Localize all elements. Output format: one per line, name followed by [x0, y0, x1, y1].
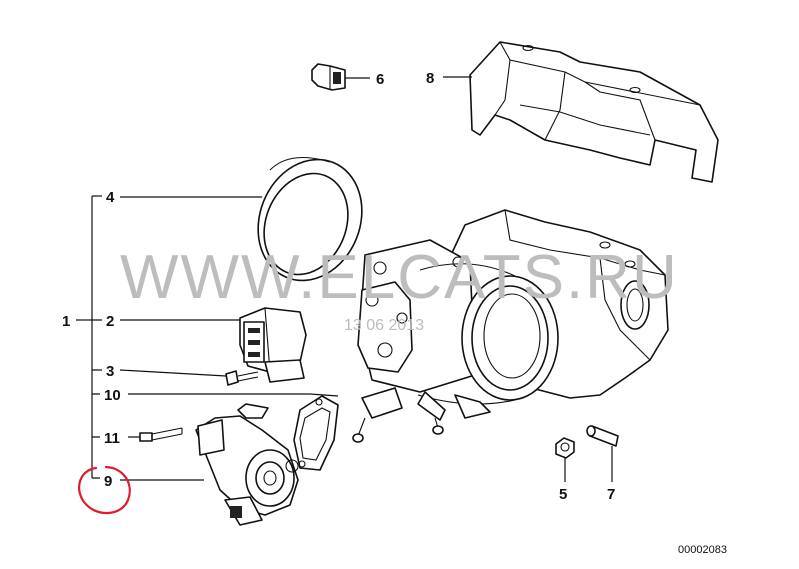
- callout-4: 4: [106, 189, 115, 206]
- part-2-sensor[interactable]: [239, 307, 307, 383]
- callout-5: 5: [559, 486, 567, 503]
- watermark-text: WWW.ELCATS.RU: [120, 243, 679, 312]
- leader-lines: [76, 76, 613, 482]
- highlight-circle: [78, 465, 131, 515]
- callout-9: 9: [104, 473, 112, 490]
- callout-3: 3: [106, 363, 114, 380]
- drawing-number: 00002083: [678, 544, 727, 556]
- callout-6: 6: [376, 71, 384, 88]
- part-11-screw[interactable]: [139, 427, 183, 442]
- callout-7: 7: [607, 486, 615, 503]
- part-3-screw[interactable]: [225, 370, 259, 386]
- part-5-nut[interactable]: [555, 437, 575, 459]
- part-9-actuator[interactable]: [195, 403, 299, 526]
- part-4-ring[interactable]: [240, 144, 379, 296]
- part-6-clip[interactable]: [311, 63, 346, 91]
- callout-11: 11: [104, 430, 120, 447]
- callout-10: 10: [104, 387, 121, 404]
- watermark-date: 13 06 2013: [344, 317, 424, 334]
- callout-2: 2: [106, 313, 114, 330]
- callout-8: 8: [426, 70, 434, 87]
- part-10-gasket[interactable]: [293, 395, 339, 471]
- part-7-pin[interactable]: [586, 425, 619, 447]
- throttle-body[interactable]: [352, 209, 669, 443]
- part-8-cover[interactable]: [469, 41, 719, 183]
- callout-1: 1: [62, 313, 70, 330]
